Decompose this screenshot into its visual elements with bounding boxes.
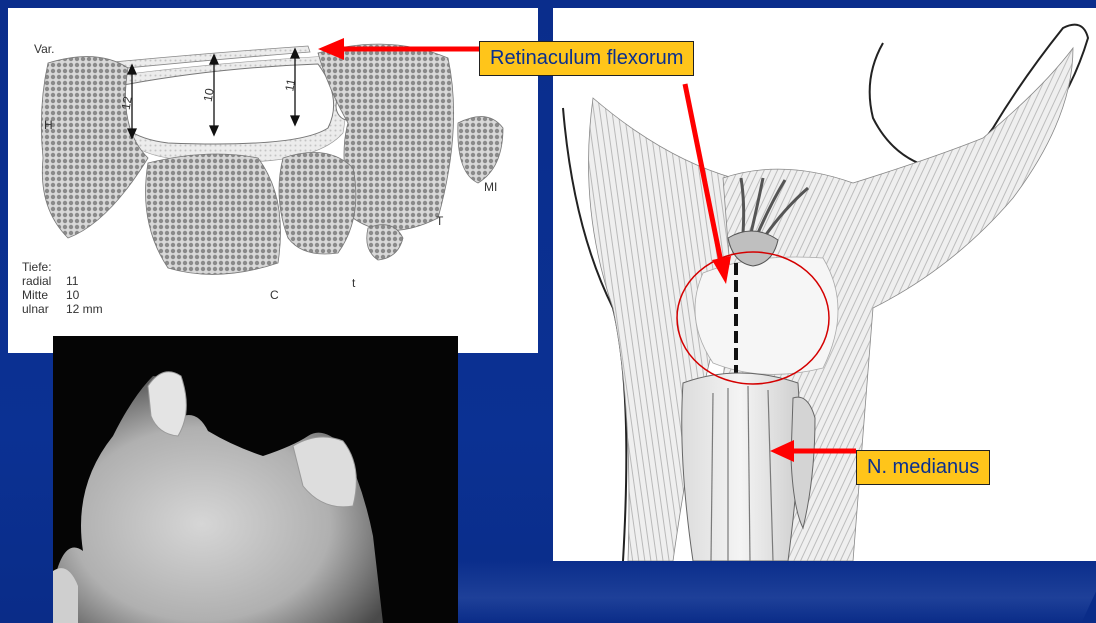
retinaculum-arrow-down [685, 84, 731, 284]
n-medianus-label: N. medianus [856, 450, 990, 485]
retinaculum-arrow-left [318, 38, 479, 60]
retinaculum-flexorum-label: Retinaculum flexorum [479, 41, 694, 76]
medianus-arrow [770, 440, 856, 462]
